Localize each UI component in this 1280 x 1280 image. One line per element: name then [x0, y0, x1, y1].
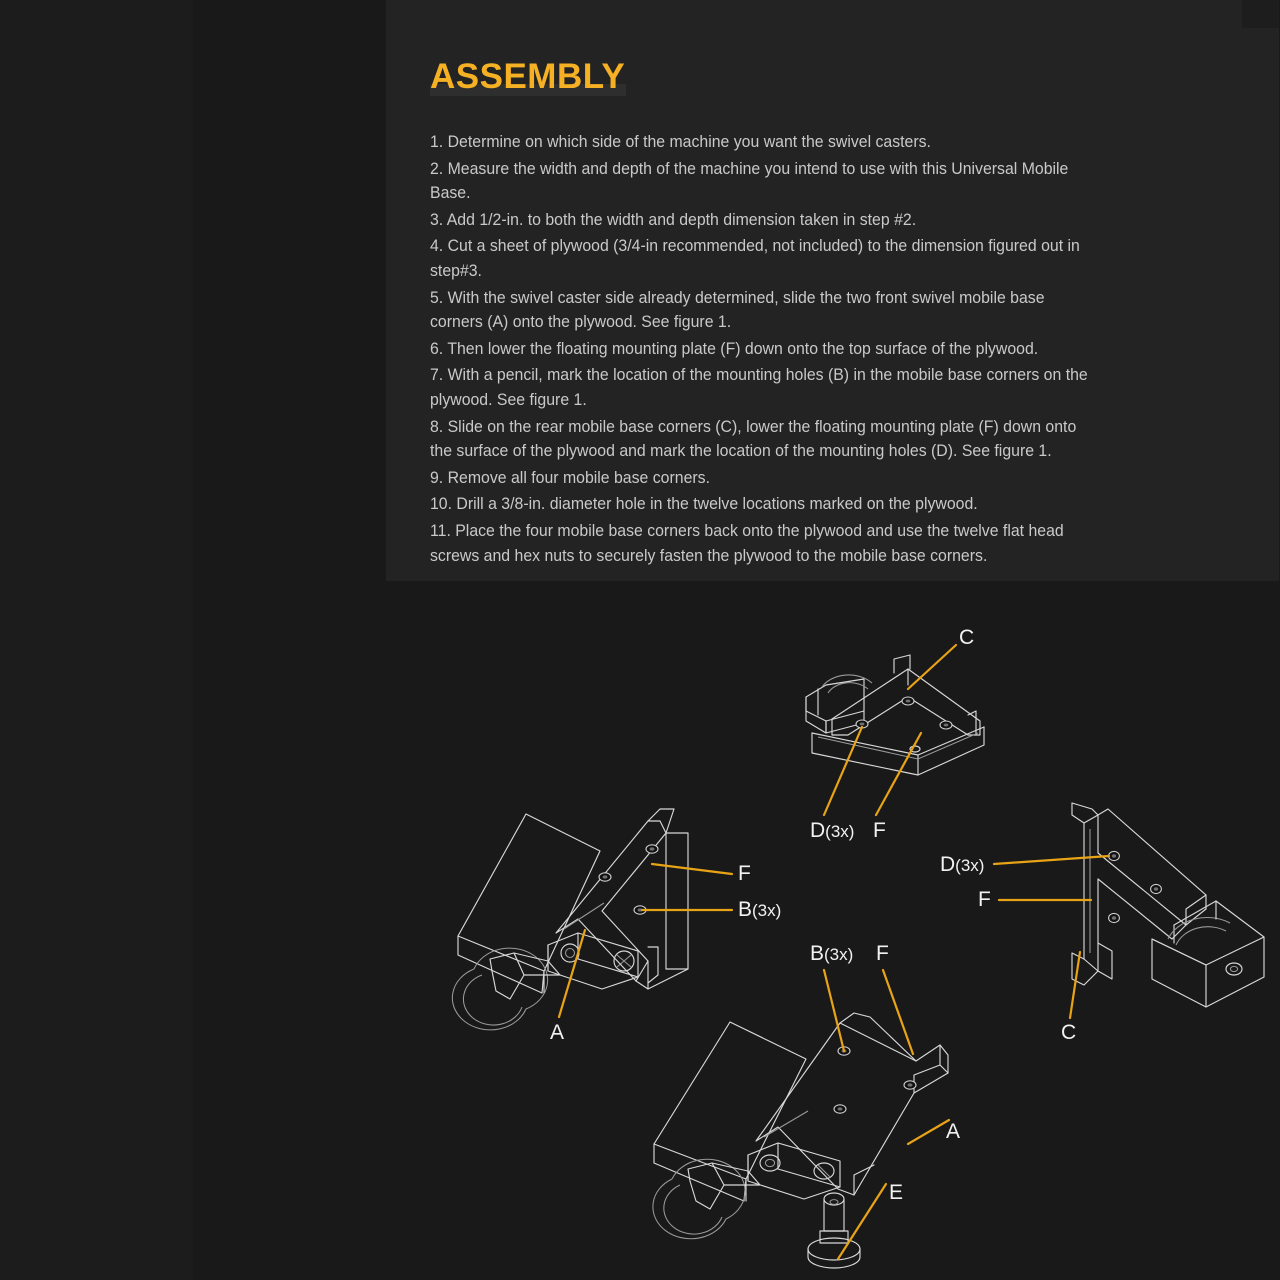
title-underline-shade	[430, 84, 626, 96]
mounting-hole	[903, 1080, 917, 1090]
figure-label-b: B(3x)	[738, 898, 782, 921]
leader-line-e	[836, 1182, 888, 1261]
leader-line-b	[822, 968, 846, 1053]
figure-label-f: F	[873, 819, 886, 842]
leader-line-d	[822, 725, 864, 817]
page-title: ASSEMBLY	[430, 57, 626, 96]
figure-label-f: F	[738, 862, 751, 885]
figure-label-f: F	[876, 942, 889, 965]
leader-line-a	[557, 928, 587, 1019]
leader-line-a	[906, 1118, 951, 1146]
leader-line-f	[874, 731, 923, 817]
assembly-step: 9. Remove all four mobile base corners.	[430, 468, 710, 487]
document-page: ASSEMBLY 1. Determine on which side of t…	[193, 0, 1280, 1280]
rear-corner-right-illustration	[992, 802, 1265, 1020]
swivel-corner-bottom-illustration	[652, 968, 951, 1269]
assembly-step: 5. With the swivel caster side already d…	[430, 288, 1045, 332]
mounting-hole	[645, 844, 659, 854]
assembly-step: 10. Drill a 3/8-in. diameter hole in the…	[430, 495, 978, 514]
mounting-hole	[1108, 912, 1120, 924]
assembly-step: 11. Place the four mobile base corners b…	[430, 521, 1064, 565]
leader-line-f	[881, 968, 915, 1056]
figure-label-c: C	[959, 626, 975, 649]
mounting-hole	[1150, 883, 1162, 895]
figure-label-a: A	[550, 1021, 565, 1044]
assembly-step: 4. Cut a sheet of plywood (3/4-in recomm…	[430, 237, 1080, 280]
figure-label-f: F	[978, 888, 991, 911]
assembly-step: 8. Slide on the rear mobile base corners…	[430, 417, 1077, 461]
assembly-step: 6. Then lower the floating mounting plat…	[430, 339, 1039, 358]
figure-label-b: B(3x)	[810, 942, 854, 965]
figure-1-diagrams: C D(3x) F	[386, 581, 1280, 1280]
figure-label-d: D(3x)	[940, 853, 985, 876]
assembly-steps-list: 1. Determine on which side of the machin…	[430, 130, 1120, 570]
leader-line-c	[1068, 950, 1082, 1020]
rear-corner-top-illustration	[805, 643, 985, 817]
leader-line-d	[992, 854, 1111, 866]
swivel-corner-left-illustration	[451, 808, 734, 1031]
mounting-hole	[598, 872, 612, 882]
mounting-hole	[901, 696, 915, 706]
leader-line-f	[650, 862, 734, 876]
mounting-hole	[939, 720, 953, 730]
figure-label-a: A	[946, 1120, 961, 1143]
instructions-panel	[386, 0, 1279, 581]
assembly-step: 2. Measure the width and depth of the ma…	[430, 159, 1069, 203]
assembly-step: 3. Add 1/2-in. to both the width and dep…	[430, 210, 917, 229]
leader-line-c	[906, 643, 958, 691]
mounting-hole	[833, 1104, 847, 1114]
figure-label-e: E	[889, 1181, 904, 1204]
assembly-step: 7. With a pencil, mark the location of t…	[430, 366, 1088, 409]
figure-label-c: C	[1061, 1021, 1077, 1044]
figure-label-d: D(3x)	[810, 819, 855, 842]
panel-corner-notch	[1242, 0, 1279, 28]
assembly-step: 1. Determine on which side of the machin…	[430, 133, 931, 151]
